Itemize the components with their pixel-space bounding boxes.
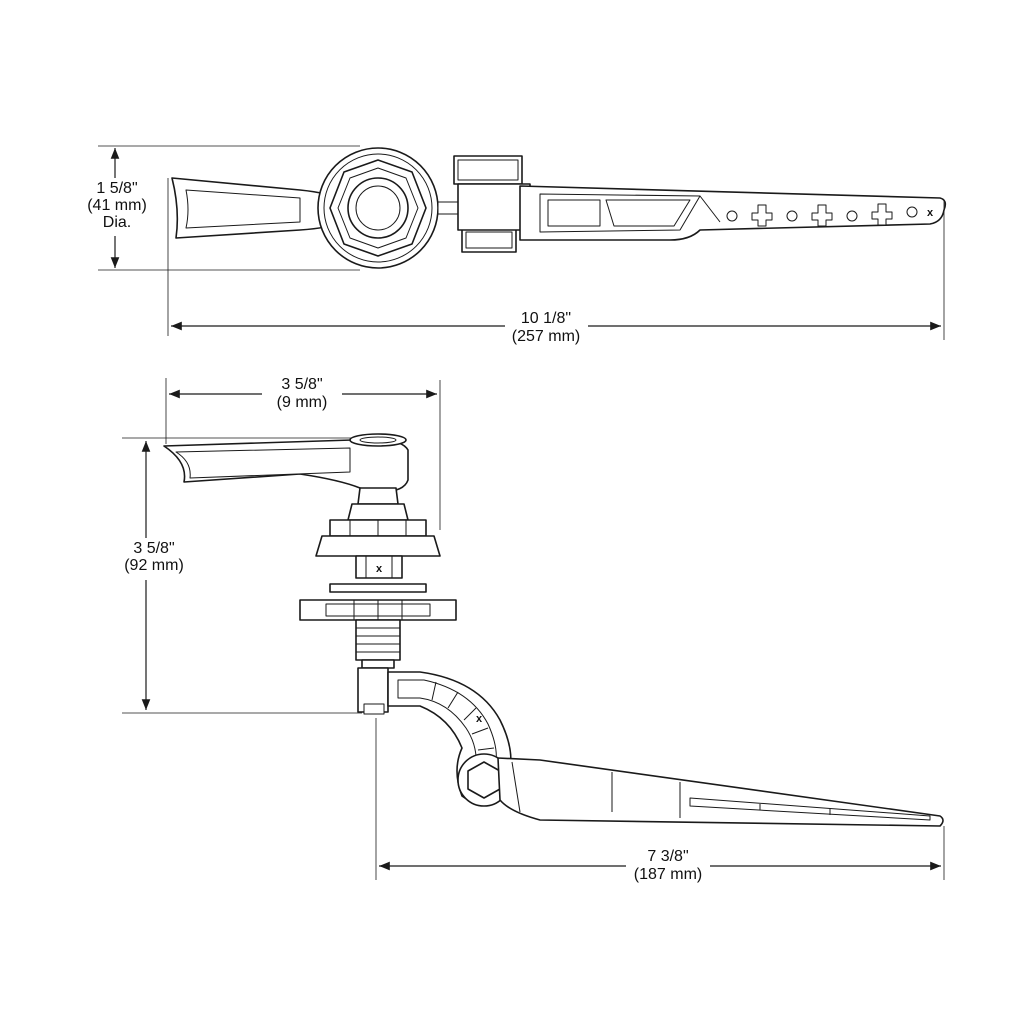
top-height-dim-line3: Dia. bbox=[103, 214, 131, 231]
top-arm-holes bbox=[726, 203, 918, 227]
side-escutcheon bbox=[315, 519, 441, 557]
arm-view: x 7 3/8" (187 mm) bbox=[375, 671, 945, 883]
side-mounting-nut bbox=[299, 599, 457, 621]
top-coupling bbox=[453, 155, 531, 253]
side-height-dim-line2: (92 mm) bbox=[124, 557, 184, 574]
top-view: x 1 5/8" (41 mm) Dia. 10 1/8" (257 mm) bbox=[87, 145, 947, 345]
side-nut-mark: x bbox=[376, 563, 383, 575]
arm-length-dim-line1: 7 3/8" bbox=[647, 848, 688, 865]
side-nut bbox=[355, 555, 403, 579]
side-height-dim-line1: 3 5/8" bbox=[133, 540, 174, 557]
arm-length-dim-line2: (187 mm) bbox=[634, 866, 702, 883]
side-width-dim-line1: 3 5/8" bbox=[281, 376, 322, 393]
top-height-dim-line2: (41 mm) bbox=[87, 197, 147, 214]
top-escutcheon bbox=[317, 147, 439, 269]
top-length-dim-line2: (257 mm) bbox=[512, 328, 580, 345]
arm-mark: x bbox=[476, 713, 483, 725]
side-view: 3 5/8" (9 mm) 3 5/8" (92 mm) x bbox=[122, 376, 457, 715]
top-arm-mark: x bbox=[927, 207, 934, 219]
top-length-dim-line1: 10 1/8" bbox=[521, 310, 571, 327]
top-height-dim-line1: 1 5/8" bbox=[96, 180, 137, 197]
arm-hex-hub bbox=[457, 753, 511, 807]
side-width-dim-line2: (9 mm) bbox=[277, 394, 328, 411]
side-threaded-shank bbox=[355, 619, 401, 669]
